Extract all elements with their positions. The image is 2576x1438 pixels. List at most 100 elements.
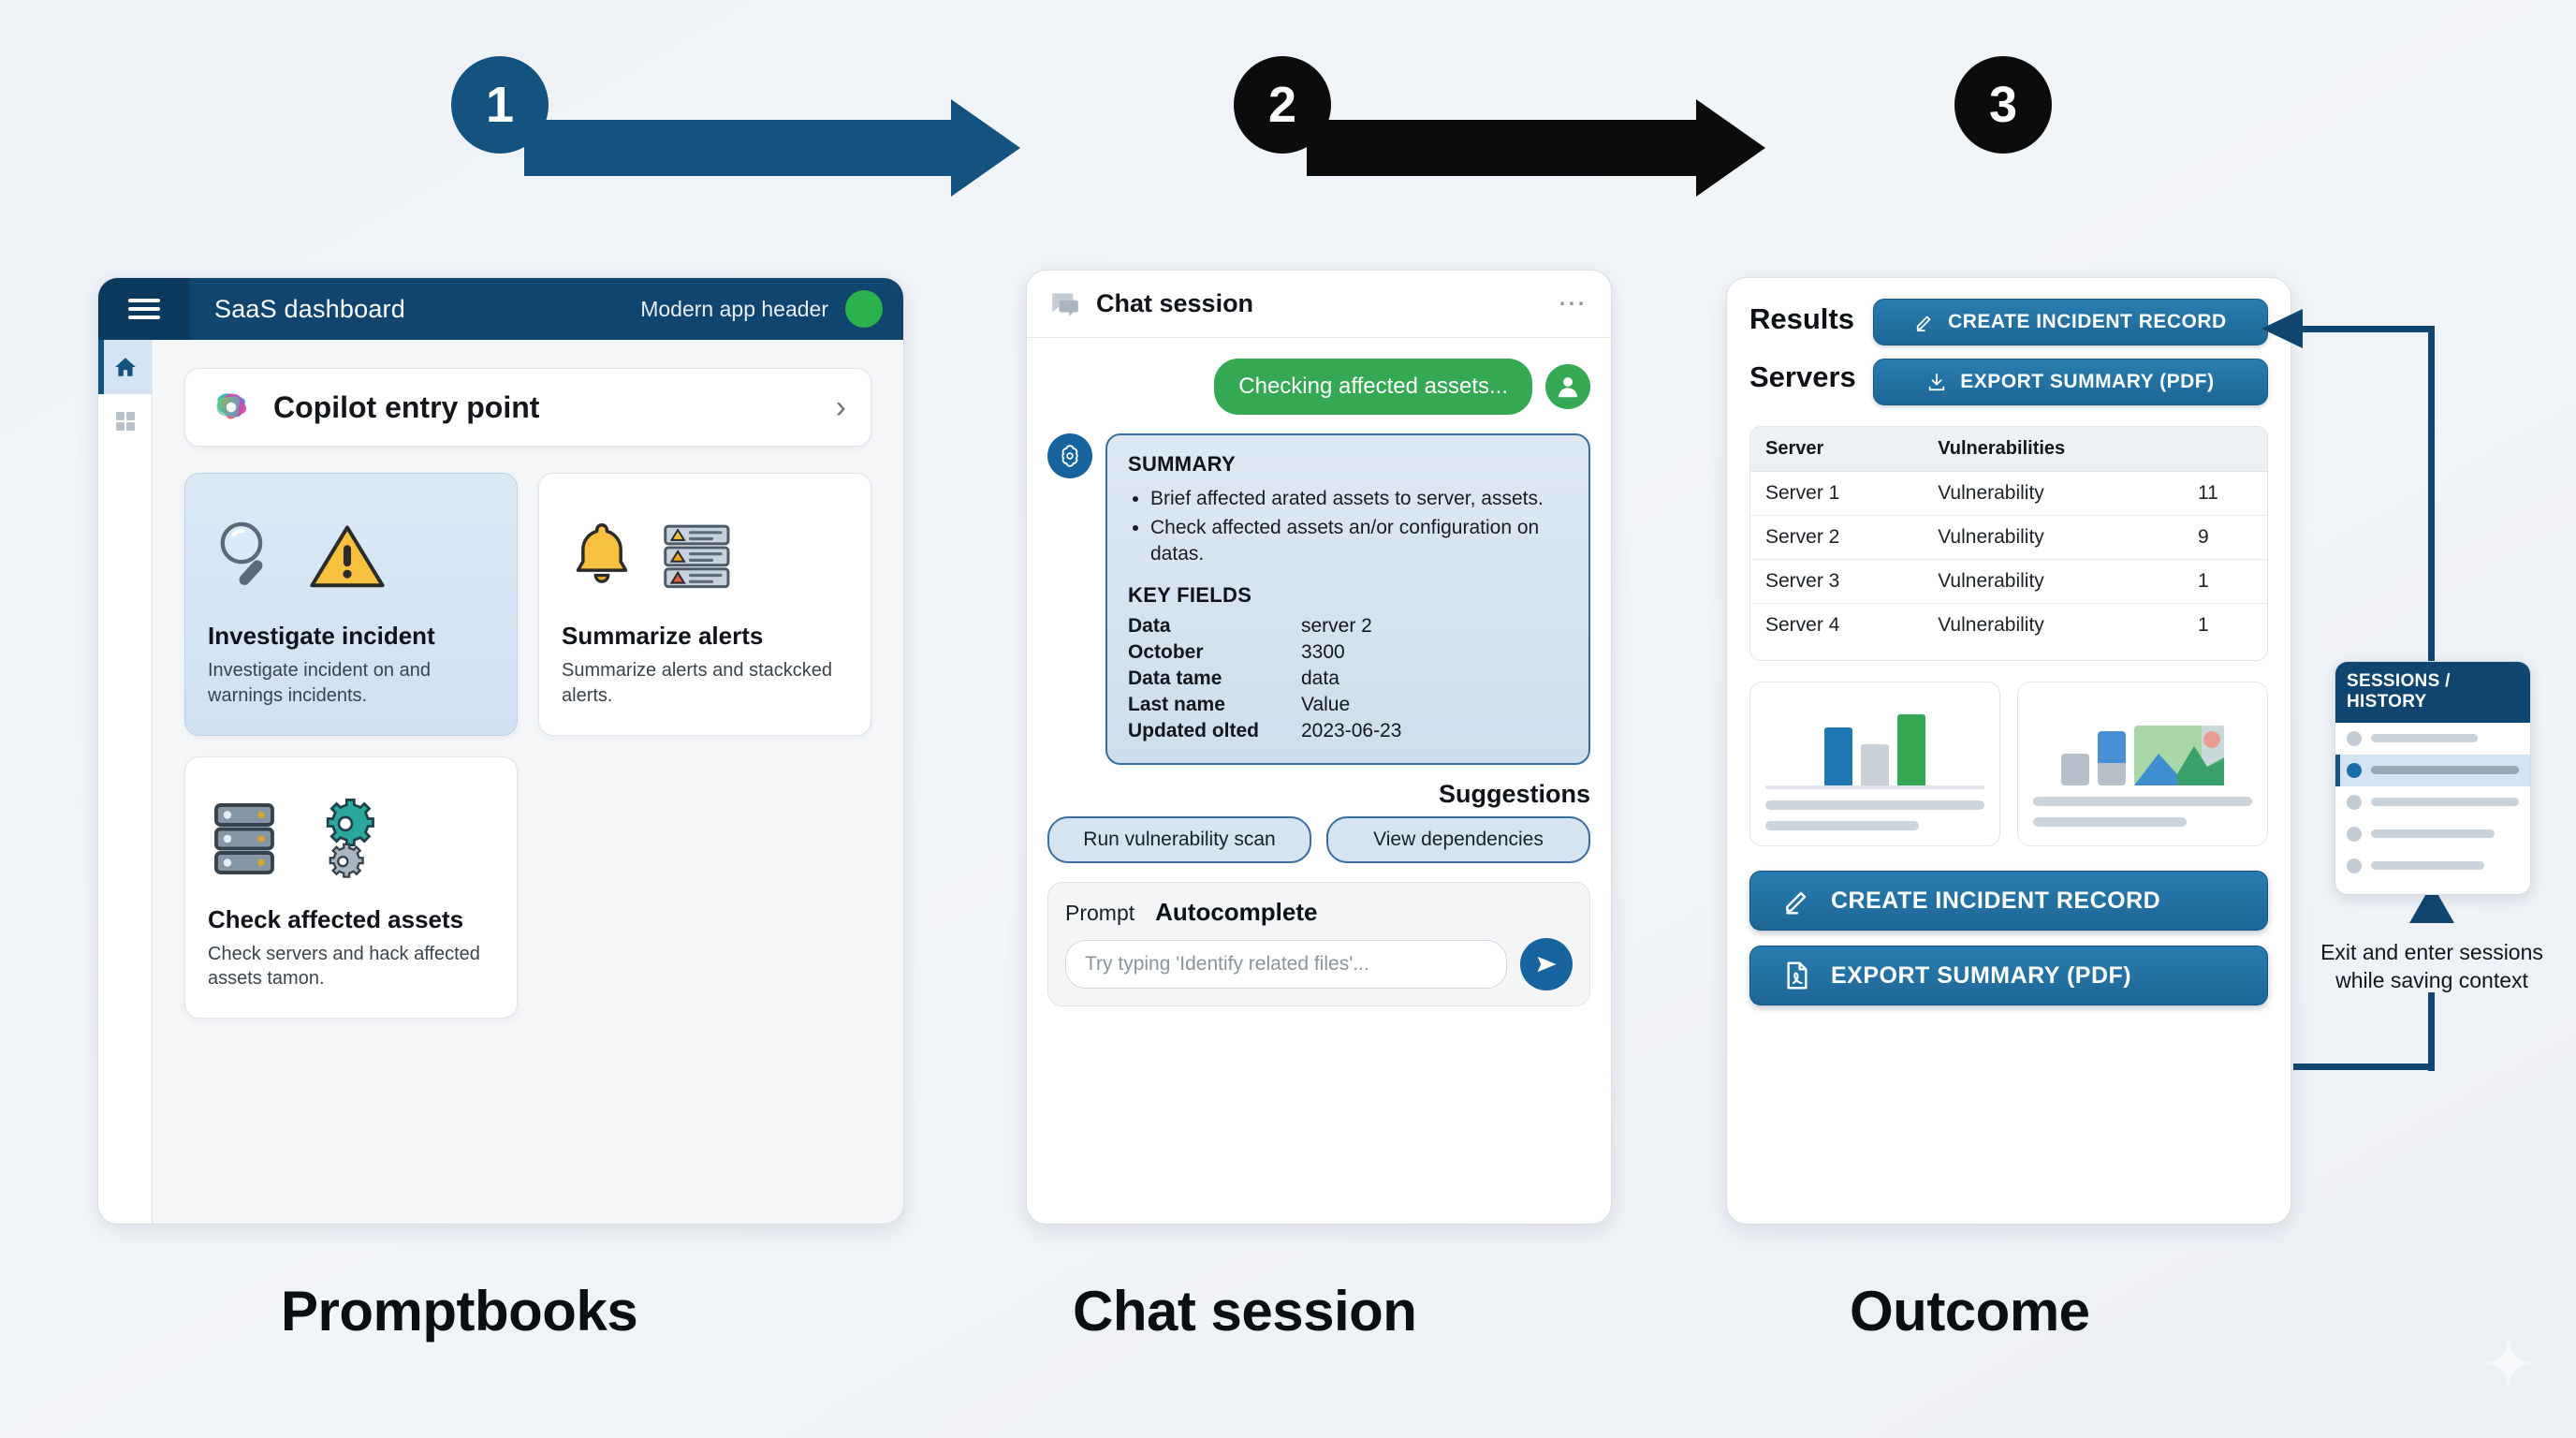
more-options-icon[interactable]: ⋯ <box>1558 288 1588 319</box>
cell-vulnerability: Vulnerability <box>1923 471 2183 516</box>
cell-count: 9 <box>2183 515 2267 560</box>
download-icon <box>1929 373 1945 391</box>
mixed-chart-thumbnail[interactable] <box>2017 682 2268 846</box>
step-badge-3-number: 3 <box>1988 77 2018 133</box>
table-row[interactable]: Server 4 Vulnerability 1 <box>1750 603 2267 647</box>
servers-table: Server Vulnerabilities Server 1 Vulnerab… <box>1750 427 2267 647</box>
suggestion-chip-run-vulnerability-scan[interactable]: Run vulnerability scan <box>1047 815 1311 863</box>
sessions-history-panel: SESSIONS / HISTORY <box>2334 661 2531 895</box>
button-label: EXPORT SUMMARY (PDF) <box>1831 961 2132 989</box>
chat-session-panel: Chat session ⋯ Checking affected assets.… <box>1026 270 1612 1225</box>
table-row[interactable]: Server 1 Vulnerability 11 <box>1750 471 2267 516</box>
thumb-skeleton-line <box>1765 800 1984 810</box>
session-line <box>2371 829 2496 839</box>
prompt-input[interactable]: Try typing 'Identify related files'... <box>1065 939 1507 989</box>
step-badge-1: 1 <box>451 56 549 154</box>
table-row[interactable]: Server 3 Vulnerability 1 <box>1750 559 2267 604</box>
connector-right-spine <box>2428 332 2435 665</box>
key-field-key: Data <box>1128 614 1171 637</box>
key-field-row: Data server 2 <box>1128 615 1568 638</box>
card-title: Check affected assets <box>208 904 464 933</box>
sidebar-rail <box>98 340 153 1224</box>
cell-count: 1 <box>2183 603 2267 647</box>
pencil-icon <box>1786 891 1807 915</box>
suggestion-chip-view-dependencies[interactable]: View dependencies <box>1326 815 1590 863</box>
table-row[interactable]: Server 2 Vulnerability 9 <box>1750 515 2267 560</box>
autocomplete-label: Autocomplete <box>1155 897 1318 926</box>
key-field-key: Last name <box>1128 693 1225 715</box>
promptbooks-panel: SaaS dashboard Modern app header <box>97 277 904 1225</box>
send-button[interactable] <box>1520 937 1573 990</box>
thumb-bar-2 <box>1861 744 1889 785</box>
promptbook-card-summarize-alerts[interactable]: Summarize alerts Summarize alerts and st… <box>538 473 871 736</box>
key-field-key: Updated olted <box>1128 719 1259 741</box>
thumb-block-2 <box>2098 731 2126 785</box>
summary-heading: SUMMARY <box>1128 452 1236 476</box>
connector-vertical-lower <box>2428 992 2435 1071</box>
column-header-count <box>2183 427 2267 472</box>
bar-chart-art <box>1765 697 1984 785</box>
thumb-bar-1 <box>1824 727 1852 785</box>
caption-outcome: Outcome <box>1850 1280 2090 1343</box>
export-summary-button[interactable]: EXPORT SUMMARY (PDF) <box>1749 946 2268 1005</box>
export-summary-button-top[interactable]: EXPORT SUMMARY (PDF) <box>1872 359 2268 405</box>
user-message-row: Checking affected assets... <box>1047 359 1590 415</box>
session-line <box>2371 766 2519 775</box>
thumb-block-1 <box>2061 754 2089 785</box>
cell-server: Server 1 <box>1750 471 1924 516</box>
menu-button[interactable] <box>98 278 190 340</box>
suggestions-label: Suggestions <box>1438 779 1590 808</box>
connector-top-horizontal <box>2301 326 2435 332</box>
cell-vulnerability: Vulnerability <box>1923 603 2183 647</box>
cell-server: Server 4 <box>1750 603 1924 647</box>
session-list-item[interactable] <box>2335 786 2530 818</box>
session-list-item[interactable] <box>2335 723 2530 755</box>
thumb-skeleton-line <box>2033 797 2252 806</box>
copilot-entry-point[interactable]: Copilot entry point › <box>184 368 871 447</box>
session-list-item[interactable] <box>2335 850 2530 882</box>
servers-label: Servers <box>1749 360 1856 393</box>
key-field-row: October 3300 <box>1128 641 1568 664</box>
key-field-key: October <box>1128 640 1204 663</box>
server-gears-icon <box>208 782 494 896</box>
bar-chart-thumbnail[interactable] <box>1749 682 2000 846</box>
session-list-item-active[interactable] <box>2335 754 2530 786</box>
promptbook-card-check-affected-assets[interactable]: Check affected assets Check servers and … <box>184 756 518 1020</box>
user-message-bubble: Checking affected assets... <box>1214 359 1532 415</box>
arrow-step1-to-step2 <box>524 99 1020 197</box>
copilot-entry-label: Copilot entry point <box>273 389 540 424</box>
promptbook-card-investigate-incident[interactable]: Investigate incident Investigate inciden… <box>184 473 518 736</box>
button-label: CREATE INCIDENT RECORD <box>1831 887 2161 914</box>
session-line <box>2371 861 2485 871</box>
thumb-skeleton-line <box>1765 821 1919 830</box>
key-fields-list: Data server 2 October 3300 Data tame dat… <box>1128 615 1568 742</box>
session-list-item[interactable] <box>2335 818 2530 850</box>
outcome-header: Results Servers CREATE INCIDENT RECORD <box>1727 278 2291 405</box>
app-header: SaaS dashboard Modern app header <box>98 278 903 340</box>
pdf-icon <box>1787 961 1808 990</box>
create-incident-record-button[interactable]: CREATE INCIDENT RECORD <box>1749 871 2268 931</box>
magnifier-warning-icon <box>208 498 494 612</box>
avatar <box>1545 364 1590 409</box>
create-incident-record-button-top[interactable]: CREATE INCIDENT RECORD <box>1872 299 2268 345</box>
sidebar-item-grid[interactable] <box>98 394 152 448</box>
key-fields-heading: KEY FIELDS <box>1128 582 1252 607</box>
arrow-step2-to-step3 <box>1307 99 1765 197</box>
prompt-composer: Prompt Autocomplete Try typing 'Identify… <box>1047 881 1590 1006</box>
prompt-labels: Prompt Autocomplete <box>1065 898 1573 927</box>
sessions-caption: Exit and enter sessions while saving con… <box>2320 940 2543 993</box>
key-field-value: server 2 <box>1301 614 1372 637</box>
cell-vulnerability: Vulnerability <box>1923 515 2183 560</box>
outcome-top-buttons: CREATE INCIDENT RECORD EXPORT SUMMARY (P… <box>1872 299 2268 405</box>
card-description: Summarize alerts and stackcked alerts. <box>562 660 833 706</box>
cell-server: Server 2 <box>1750 515 1924 560</box>
summary-bullet: Check affected assets an/or configuratio… <box>1150 515 1568 566</box>
app-title: SaaS dashboard <box>214 294 405 323</box>
sidebar-item-home[interactable] <box>98 340 152 394</box>
chat-header: Chat session ⋯ <box>1027 271 1611 338</box>
step-badge-3: 3 <box>1954 56 2052 154</box>
session-dot-icon <box>2347 762 2362 778</box>
outcome-thumbnails <box>1749 682 2268 846</box>
home-icon <box>114 358 136 376</box>
promptbook-cards: Investigate incident Investigate inciden… <box>184 473 871 1020</box>
